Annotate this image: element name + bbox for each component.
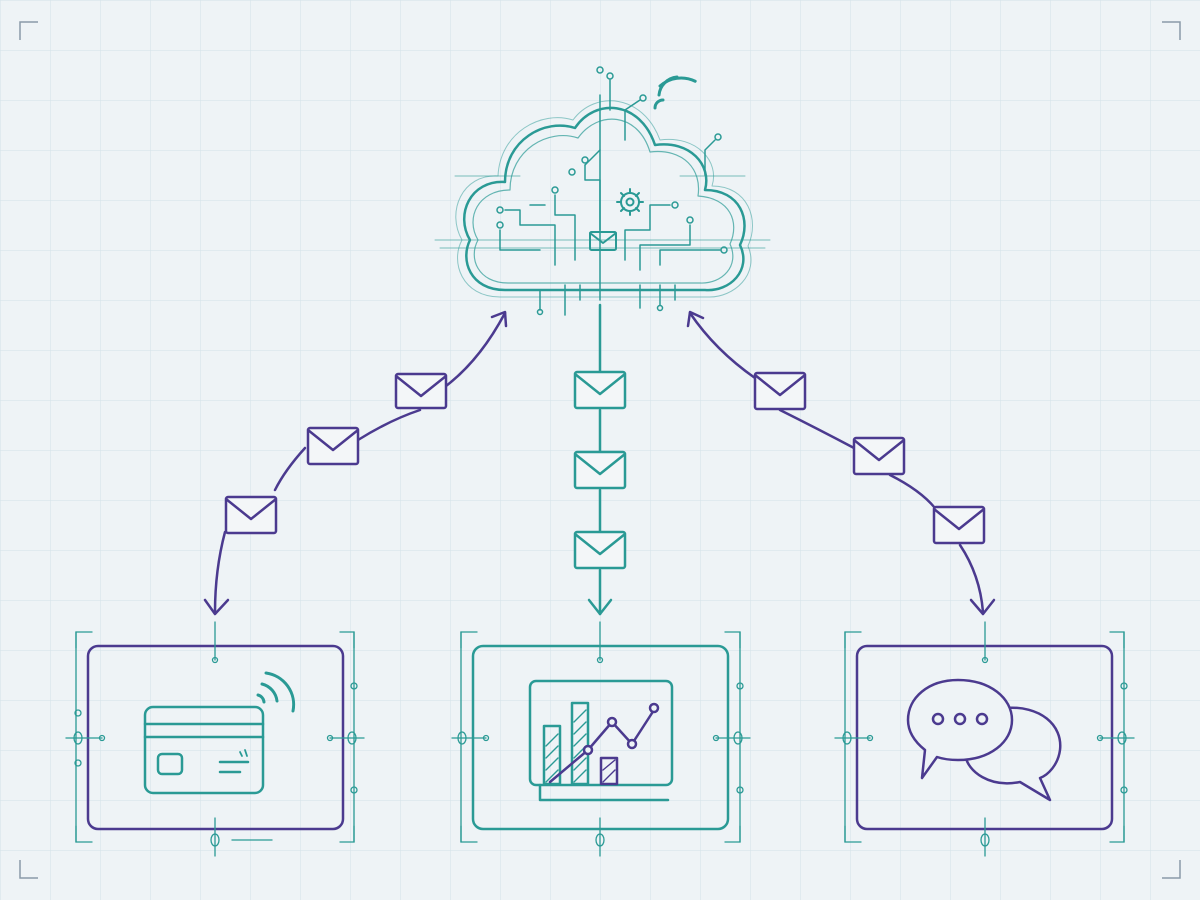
gear-icon <box>616 188 644 216</box>
node-messaging <box>834 621 1135 857</box>
envelope-icon <box>306 426 360 466</box>
cloud-outline <box>462 106 746 292</box>
envelope-icon <box>573 450 627 490</box>
envelope-icon <box>852 436 906 476</box>
node-payments <box>65 621 365 857</box>
envelope-icon <box>753 371 807 411</box>
wifi-icon <box>653 75 697 110</box>
contactless-card-icon <box>143 671 296 795</box>
node-analytics <box>451 621 751 857</box>
connector-left <box>203 310 508 616</box>
message-envelopes <box>224 370 986 570</box>
circuit-traces <box>496 66 728 316</box>
envelope-icon <box>932 505 986 545</box>
envelope-icon <box>573 530 627 570</box>
cloud-envelope-icon <box>589 231 617 251</box>
envelope-icon <box>394 372 448 410</box>
cloud-hub <box>434 66 771 316</box>
chat-bubbles-icon <box>906 678 1062 802</box>
envelope-icon <box>573 370 627 410</box>
bar-line-chart-icon <box>528 679 674 802</box>
corner-marks <box>19 21 1181 879</box>
connector-right <box>686 310 996 616</box>
connector-middle <box>587 303 613 616</box>
envelope-icon <box>224 495 278 535</box>
